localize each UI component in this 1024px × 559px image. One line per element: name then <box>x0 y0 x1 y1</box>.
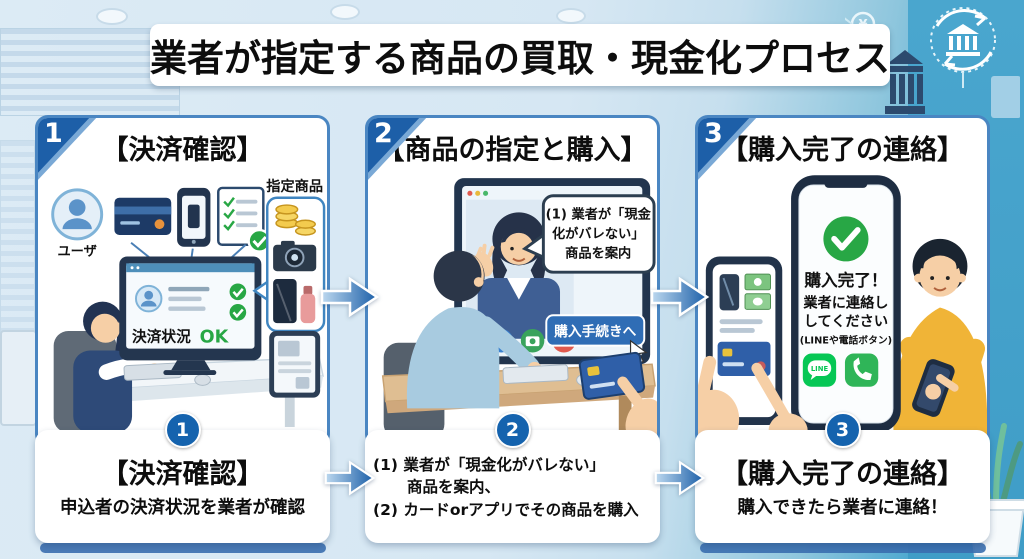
ceiling-light-icon <box>96 8 128 25</box>
step3-caption-text: 購入できたら業者に連絡！ <box>737 498 948 518</box>
step2-caption-text: (1) 業者が「現金化がバレない」 商品を案内、 (2) カードorアプリでその… <box>365 454 660 521</box>
office-shelf <box>0 330 37 426</box>
page-title-text: 業者が指定する商品の買取・現金化プロセス <box>150 37 890 80</box>
mouse-icon <box>194 374 211 386</box>
step3-panel: 購入完了！ 業者に連絡し してください (LINEや電話ボタン) LINE <box>695 115 990 543</box>
arrow-step1-to-step2 <box>320 276 380 318</box>
step2-corner-badge: 2 <box>368 118 429 183</box>
background-band <box>700 543 986 553</box>
step1-illustration-card: ユーザ <box>35 115 330 447</box>
screen-status-label: 決済状況 <box>132 328 191 346</box>
step3-illustration-card: 購入完了！ 業者に連絡し してください (LINEや電話ボタン) LINE <box>695 115 990 447</box>
large-phone: 購入完了！ 業者に連絡し してください (LINEや電話ボタン) LINE <box>791 175 901 433</box>
step1-panel: ユーザ <box>35 115 330 543</box>
phone-line-3: してください <box>804 314 888 330</box>
step3-number-circle: 3 <box>824 412 861 448</box>
step2-illustration: (1) 業者が「現金 化がバレない」 商品を案内 購入手続きへ <box>381 178 657 444</box>
coins-icon <box>275 204 316 236</box>
step1-number-circle: 1 <box>164 412 201 448</box>
bubble-line-3: 商品を案内 <box>565 244 631 261</box>
check-icon <box>229 283 247 321</box>
buyer-man <box>893 238 987 443</box>
step1-badge-number: 1 <box>44 118 63 149</box>
ceiling-light-icon <box>330 4 360 20</box>
caption-line: 商品を案内、 <box>407 478 501 497</box>
step2-illustration-card: (1) 業者が「現金 化がバレない」 商品を案内 購入手続きへ <box>365 115 660 447</box>
step1-illustration: ユーザ <box>51 178 326 433</box>
step2-number-circle: 2 <box>494 412 531 448</box>
page-title: 業者が指定する商品の買取・現金化プロセス <box>150 24 890 86</box>
smartphone-icon <box>177 187 211 247</box>
step3-corner-badge: 3 <box>698 118 759 183</box>
line-button-label: LINE <box>811 365 829 373</box>
purchase-button: 購入手続きへ <box>545 314 648 365</box>
tablet-icon <box>269 330 321 398</box>
products-label: 指定商品 <box>266 178 323 195</box>
step2-title: 【商品の指定と購入】 <box>377 135 648 166</box>
video-call-woman <box>474 212 561 339</box>
ceiling-light-icon <box>556 8 586 24</box>
camera-icon <box>273 240 317 272</box>
caption-line: (1) 業者が「現金化がバレない」 <box>373 456 605 474</box>
step2-panel: (1) 業者が「現金 化がバレない」 商品を案内 購入手続きへ <box>365 115 660 543</box>
step3-caption-card: 3 【購入完了の連絡】 購入できたら業者に連絡！ <box>695 412 990 543</box>
designated-products-box <box>252 196 326 333</box>
purchase-button-label: 購入手続きへ <box>554 323 637 340</box>
monitor-payment-status: 決済状況 OK <box>119 256 262 376</box>
phone-line-1: 購入完了！ <box>804 270 887 290</box>
phone-call-icon <box>844 353 879 387</box>
phone-perfume-icon <box>273 279 316 324</box>
background-band <box>40 543 326 553</box>
bubble-line-1: (1) 業者が「現金 <box>546 205 652 222</box>
refresh-bank-icon <box>930 7 996 88</box>
step1-corner-badge: 1 <box>38 118 99 183</box>
arrow-caption2-to-caption3 <box>654 460 706 496</box>
cash-icon <box>744 273 771 310</box>
step3-caption-title: 【購入完了の連絡】 <box>721 459 964 490</box>
phone-line-2: 業者に連絡し <box>802 294 888 311</box>
arrow-caption1-to-caption2 <box>324 460 376 496</box>
step1-caption-card: 1 【決済確認】 申込者の決済状況を業者が確認 <box>35 412 330 543</box>
step3-title: 【購入完了の連絡】 <box>721 135 964 166</box>
bubble-line-2: 化がバレない」 <box>552 225 645 242</box>
window-blinds <box>0 140 35 357</box>
bank-building-icon <box>885 50 925 114</box>
step2-badge-number: 2 <box>374 118 393 149</box>
step3-illustration: 購入完了！ 業者に連絡し してください (LINEや電話ボタン) LINE <box>698 175 987 444</box>
caption-line: (2) カードorアプリでその商品を購入 <box>373 500 639 519</box>
check-icon <box>823 216 869 262</box>
step1-caption-title: 【決済確認】 <box>101 459 264 490</box>
user-avatar-icon <box>51 188 104 241</box>
keyboard-icon <box>502 364 569 384</box>
step1-caption-text: 申込者の決済状況を業者が確認 <box>60 498 305 518</box>
step2-caption-card: 2 (1) 業者が「現金化がバレない」 商品を案内、 (2) カードorアプリで… <box>365 412 660 543</box>
speech-bubble: (1) 業者が「現金 化がバレない」 商品を案内 <box>521 194 656 274</box>
customer-man <box>406 250 542 409</box>
line-icon: LINE <box>802 353 837 387</box>
screen-ok-label: OK <box>200 328 230 348</box>
building-silhouette <box>991 76 1020 118</box>
small-phone <box>698 256 808 444</box>
user-label: ユーザ <box>57 244 96 260</box>
phone-line-4: (LINEや電話ボタン) <box>800 334 892 347</box>
checklist-icon <box>217 186 272 253</box>
step3-badge-number: 3 <box>704 118 723 149</box>
step1-title: 【決済確認】 <box>101 135 264 166</box>
credit-card-icon <box>114 197 172 235</box>
arrow-step2-to-step3 <box>650 276 710 318</box>
